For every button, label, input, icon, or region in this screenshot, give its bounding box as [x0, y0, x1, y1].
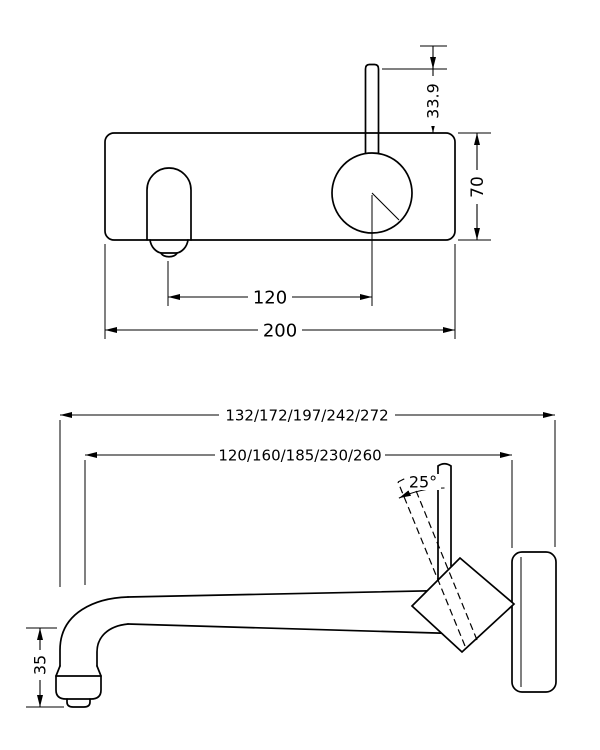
dim-handle-above-plate: 33.9	[382, 45, 447, 133]
dim-overall-label: 132/172/197/242/272	[225, 406, 388, 424]
dim-extension-lines	[84, 460, 513, 585]
angle-arc	[398, 487, 445, 499]
dim-spout-to-handle: 120	[167, 195, 373, 308]
dim-handle-angle: 25°	[398, 473, 445, 499]
dim-plate-width: 200	[104, 244, 456, 341]
dim-reach-label: 120/160/185/230/260	[218, 446, 381, 464]
dim-extension-lines	[104, 244, 456, 339]
spout-aerator	[66, 698, 91, 708]
dim-spout-reach: 120/160/185/230/260	[84, 446, 513, 585]
dim-extension-lines	[382, 45, 447, 70]
wall-flange-side	[511, 551, 557, 693]
spout-outlet-front	[146, 167, 192, 241]
handle-side-vertical	[437, 462, 452, 580]
dim-200-label: 200	[263, 320, 297, 341]
front-view: 33.9 70 120	[104, 45, 491, 341]
dim-outlet-drop: 35	[26, 627, 64, 708]
dim-35-label: 35	[31, 655, 50, 675]
handle-stem-front	[364, 63, 380, 155]
dim-70-label: 70	[468, 176, 488, 198]
spout-tube-side	[55, 589, 471, 708]
spout-nozzle	[149, 239, 189, 258]
dim-extension-lines	[59, 420, 556, 587]
dim-120-label: 120	[253, 287, 287, 308]
handle-lever-line	[371, 192, 400, 221]
dim-25deg-label: 25°	[409, 473, 437, 492]
dim-overall-projection: 132/172/197/242/272	[59, 406, 556, 587]
dim-plate-height: 70	[458, 132, 491, 241]
dim-33-9-label: 33.9	[424, 83, 443, 119]
side-view: 132/172/197/242/272 120/160/185/230/260	[26, 406, 557, 708]
